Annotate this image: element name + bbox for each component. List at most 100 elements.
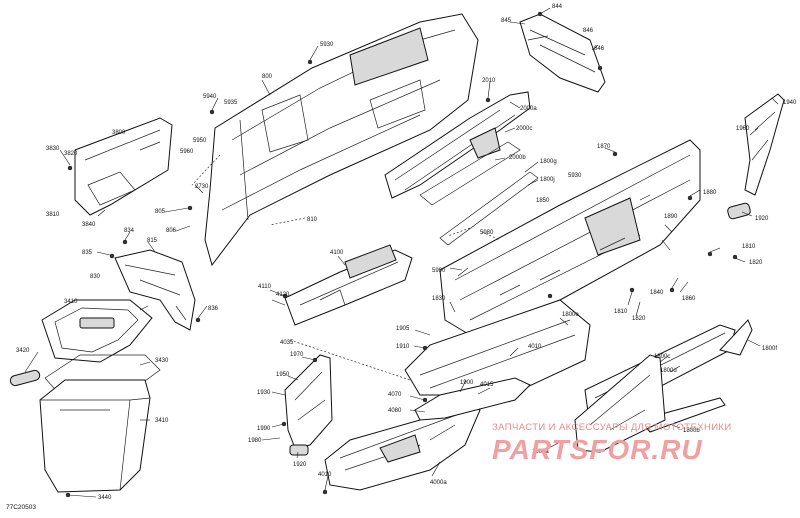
callout-5950[interactable]: 5950 xyxy=(193,138,207,144)
callout-1810[interactable]: 1810 xyxy=(742,244,756,250)
callout-1920[interactable]: 1920 xyxy=(755,216,769,222)
callout-1970[interactable]: 1970 xyxy=(290,352,304,358)
callout-1940[interactable]: 1940 xyxy=(783,100,797,106)
part-tunnel-1830[interactable] xyxy=(404,299,591,396)
callout-1910[interactable]: 1910 xyxy=(396,344,410,350)
part-gasket-2000c[interactable] xyxy=(419,141,539,246)
part-clip-1920[interactable] xyxy=(727,202,751,220)
part-bracket-830[interactable] xyxy=(114,249,196,331)
callout-4015[interactable]: 4015 xyxy=(480,382,494,388)
part-side-guard-1950[interactable] xyxy=(284,354,333,449)
callout-805[interactable]: 805 xyxy=(155,209,166,215)
part-panel-4100[interactable] xyxy=(284,244,413,326)
callout-846[interactable]: 846 xyxy=(583,28,594,34)
callout-3420[interactable]: 3420 xyxy=(16,348,30,354)
callout-3840[interactable]: 3840 xyxy=(82,222,96,228)
callout-810[interactable]: 810 xyxy=(307,217,318,223)
callout-3800[interactable]: 3800 xyxy=(112,130,126,136)
callout-4010[interactable]: 4010 xyxy=(528,344,542,350)
callout-3830[interactable]: 3830 xyxy=(46,146,60,152)
part-panel-1800a[interactable] xyxy=(574,354,666,453)
part-upper-right-bracket[interactable] xyxy=(519,13,606,93)
callout-3410[interactable]: 3410 xyxy=(64,299,78,305)
callout-1810[interactable]: 1810 xyxy=(614,309,628,315)
callout-3810[interactable]: 3810 xyxy=(46,212,60,218)
part-frame-2000a[interactable] xyxy=(384,91,531,199)
callout-1800j[interactable]: 1800j xyxy=(540,177,555,183)
callout-845[interactable]: 845 xyxy=(501,18,512,24)
part-side-panel-3800[interactable] xyxy=(74,117,173,216)
part-trim-1800e[interactable] xyxy=(719,319,753,356)
callout-800[interactable]: 800 xyxy=(262,74,273,80)
callout-5980[interactable]: 5980 xyxy=(480,230,494,236)
callout-1950[interactable]: 1950 xyxy=(276,372,290,378)
callout-2000a[interactable]: 2000a xyxy=(520,106,537,112)
callout-4070[interactable]: 4070 xyxy=(388,392,402,398)
part-console-4000a[interactable] xyxy=(324,401,481,491)
callout-844[interactable]: 844 xyxy=(552,4,563,10)
callout-1960[interactable]: 1960 xyxy=(736,126,750,132)
callout-5990[interactable]: 5990 xyxy=(432,268,446,274)
part-rear-panel[interactable] xyxy=(204,13,479,267)
part-bracket-1960[interactable] xyxy=(744,93,785,196)
part-console-trim[interactable] xyxy=(414,377,531,421)
callout-806[interactable]: 806 xyxy=(166,228,177,234)
callout-1930[interactable]: 1930 xyxy=(257,390,271,396)
callout-1850[interactable]: 1850 xyxy=(536,198,550,204)
callout-1920[interactable]: 1920 xyxy=(293,462,307,468)
callout-3440[interactable]: 3440 xyxy=(98,495,112,501)
callout-4035[interactable]: 4035 xyxy=(280,340,294,346)
part-latch-3420[interactable] xyxy=(9,369,41,387)
callout-1820[interactable]: 1820 xyxy=(749,260,763,266)
part-box-lid[interactable] xyxy=(41,299,153,363)
callout-1890[interactable]: 1890 xyxy=(664,214,678,220)
callout-1980[interactable]: 1980 xyxy=(248,438,262,444)
callout-4100[interactable]: 4100 xyxy=(330,250,344,256)
callout-1800g[interactable]: 1800g xyxy=(540,159,557,165)
callout-1840[interactable]: 1840 xyxy=(650,290,664,296)
callout-830[interactable]: 830 xyxy=(90,274,101,280)
callout-5930[interactable]: 5930 xyxy=(568,173,582,179)
callout-2000c[interactable]: 2000c xyxy=(516,126,532,132)
callout-1820[interactable]: 1820 xyxy=(632,316,646,322)
callout-4010[interactable]: 4010 xyxy=(318,472,332,478)
callout-836[interactable]: 836 xyxy=(208,306,219,312)
callout-1800d[interactable]: 1800d xyxy=(660,368,677,374)
callout-1800f[interactable]: 1800f xyxy=(762,346,777,352)
part-floor-frame[interactable] xyxy=(439,139,701,336)
callout-labels: 845 844 846 846 5930 800 5940 5935 5950 … xyxy=(16,4,797,501)
callout-2000b[interactable]: 2000b xyxy=(509,155,526,161)
callout-1860[interactable]: 1860 xyxy=(682,296,696,302)
part-clip-1920b[interactable] xyxy=(289,444,309,456)
callout-1830[interactable]: 1830 xyxy=(432,296,446,302)
watermark: ЗАПЧАСТИ И АКСЕССУАРЫ ДЛЯ МОТОТЕХНИКИ PA… xyxy=(492,422,792,474)
callout-834[interactable]: 834 xyxy=(124,228,135,234)
callout-4000a[interactable]: 4000a xyxy=(430,480,447,486)
callout-1870[interactable]: 1870 xyxy=(597,144,611,150)
callout-1900[interactable]: 1900 xyxy=(460,380,474,386)
callout-1800c[interactable]: 1800c xyxy=(654,354,670,360)
callout-2010[interactable]: 2010 xyxy=(482,78,496,84)
callout-2730[interactable]: 2730 xyxy=(195,184,209,190)
callout-835[interactable]: 835 xyxy=(82,250,93,256)
callout-5960[interactable]: 5960 xyxy=(180,149,194,155)
callout-815[interactable]: 815 xyxy=(147,238,158,244)
callout-846[interactable]: 846 xyxy=(594,46,605,52)
part-storage-box[interactable] xyxy=(39,379,151,493)
callout-1990[interactable]: 1990 xyxy=(257,426,271,432)
callout-4120[interactable]: 4120 xyxy=(276,292,290,298)
callout-5930[interactable]: 5930 xyxy=(320,42,334,48)
callout-5935[interactable]: 5935 xyxy=(224,100,238,106)
callout-1800e[interactable]: 1800e xyxy=(562,312,579,318)
callout-4110[interactable]: 4110 xyxy=(258,284,272,290)
callout-3410[interactable]: 3410 xyxy=(155,418,169,424)
callout-1905[interactable]: 1905 xyxy=(396,326,410,332)
callout-4080[interactable]: 4080 xyxy=(388,408,402,414)
callout-3820[interactable]: 3820 xyxy=(64,151,78,157)
callout-1800b[interactable]: 1800b xyxy=(683,428,700,434)
callout-1880[interactable]: 1880 xyxy=(703,190,717,196)
callout-5940[interactable]: 5940 xyxy=(203,94,217,100)
callout-1800a[interactable]: 1800a xyxy=(532,449,549,455)
callout-3430[interactable]: 3430 xyxy=(155,358,169,364)
